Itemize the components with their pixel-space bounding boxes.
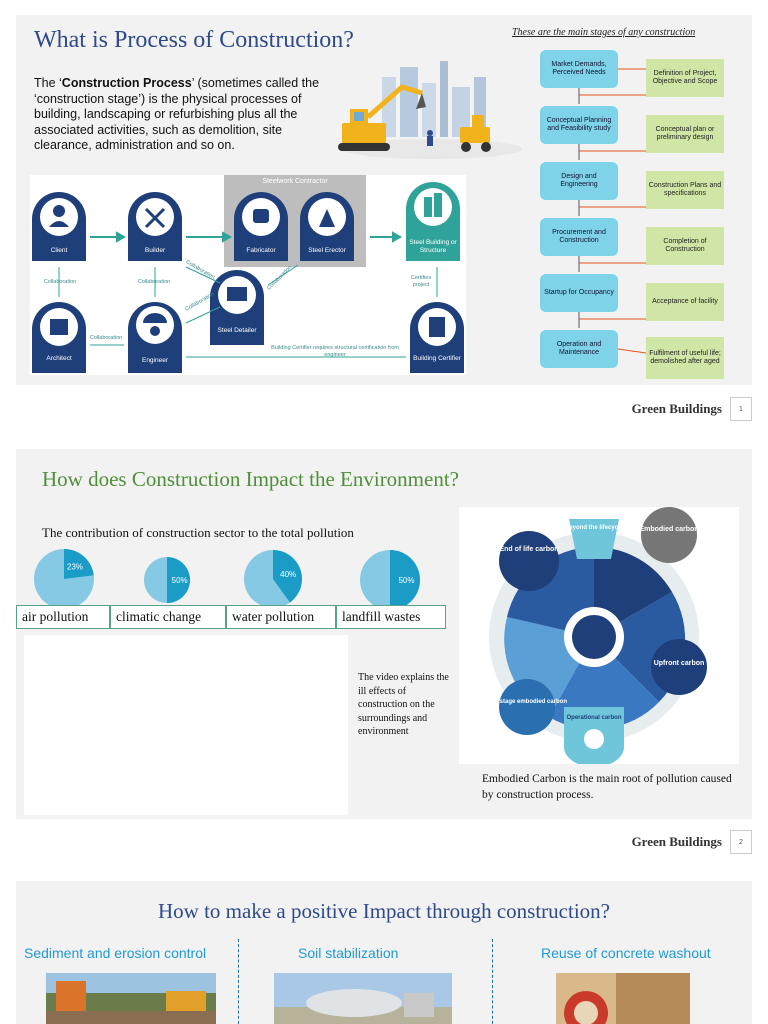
carbon-caption: Embodied Carbon is the main root of poll…: [482, 773, 732, 801]
beyond-lifecycle-label: Beyond the lifecycle: [565, 525, 624, 531]
slide-environment-impact: How does Construction Impact the Environ…: [16, 449, 752, 819]
flow-heading: These are the main stages of any constru…: [512, 27, 696, 38]
embodied-carbon-diagram: Beyond the lifecycle Embodied carbon End…: [459, 507, 739, 764]
operational-carbon-label: Operational carbon: [566, 715, 621, 721]
steel-building-label: Steel Building or Structure: [409, 239, 457, 254]
end-of-life-label: End of life carbon: [499, 546, 558, 553]
certifier-note: Building Certifier requires structural c…: [271, 345, 399, 358]
legend-water-pollution: water pollution: [226, 605, 336, 629]
stage-operation: Operation and Maintenance: [540, 330, 618, 368]
architect-label: Architect: [46, 355, 72, 362]
collab-label-2: Collaboration: [137, 279, 171, 285]
slide-title: How does Construction Impact the Environ…: [42, 467, 459, 491]
stage-design-engineering: Design and Engineering: [540, 162, 618, 200]
video-description: The video explains the ill effects of co…: [358, 672, 449, 737]
outcome-construction-plans: Construction Plans and specifications: [646, 171, 724, 209]
column-soil-stabilization: Soil stabilization: [298, 945, 399, 961]
photo-concrete-washout: [556, 973, 690, 1024]
outcome-acceptance: Acceptance of facility: [646, 283, 724, 321]
pie-data-label: 50%: [398, 576, 414, 585]
outcome-conceptual-plan: Conceptual plan or preliminary design: [646, 115, 724, 153]
slide-title: What is Process of Construction?: [34, 27, 354, 53]
collab-label-3: Collaboration: [89, 335, 123, 341]
pie-slice-value: [64, 549, 94, 579]
outcome-completion: Completion of Construction: [646, 227, 724, 265]
column-divider: [492, 939, 493, 1024]
outcome-fulfilment: Fulfilment of useful life; demolished af…: [646, 337, 724, 379]
slide-title: How to make a positive Impact through co…: [158, 899, 610, 923]
photo-soil-stabilization: [274, 973, 452, 1024]
upfront-carbon-label: Upfront carbon: [654, 660, 705, 667]
chart-subtitle: The contribution of construction sector …: [42, 525, 354, 540]
pie-data-label: 23%: [67, 563, 83, 572]
collab-label-1: Collaboration: [43, 279, 77, 285]
column-concrete-washout: Reuse of concrete washout: [541, 945, 711, 961]
flow-connectors: [578, 68, 647, 354]
pie-air-pollution: 23%: [34, 549, 94, 609]
stage-procurement: Procurement and Construction: [540, 218, 618, 256]
slide-positive-impact: How to make a positive Impact through co…: [16, 881, 752, 1024]
certifier-label: Building Certifier: [413, 355, 461, 362]
pie-slice-value: [390, 550, 420, 610]
stage-conceptual-planning: Conceptual Planning and Feasibility stud…: [540, 106, 618, 144]
slide-construction-process: What is Process of Construction? The ‘Co…: [16, 15, 752, 385]
page-number: 1: [730, 397, 752, 421]
stage-startup: Startup for Occupancy: [540, 274, 618, 312]
pie-data-label: 50%: [172, 576, 188, 585]
erector-label: Steel Erector: [308, 247, 346, 254]
pie-slice-value: [273, 550, 302, 603]
outcome-definition: Definition of Project, Objective and Sco…: [646, 59, 724, 97]
stage-market-demands: Market Demands, Perceived Needs: [540, 50, 618, 88]
certifies-label: Certifies project: [410, 275, 432, 288]
client-label: Client: [50, 247, 68, 254]
intro-paragraph: The ‘Construction Process’ (sometimes ca…: [34, 76, 320, 152]
legend-landfill-wastes: landfill wastes: [336, 605, 446, 629]
stakeholder-diagram: Steelwork Contractor: [30, 175, 466, 375]
photo-erosion-control: [46, 973, 216, 1024]
embodied-carbon-label: Embodied carbon: [639, 526, 698, 533]
engineer-label: Engineer: [141, 357, 169, 364]
column-divider: [238, 939, 239, 1024]
pie-water-pollution: 40%: [244, 550, 302, 608]
pie-data-label: 40%: [280, 570, 296, 579]
slide2-footer: Green Buildings 2: [632, 829, 752, 855]
legend-air-pollution: air pollution: [16, 605, 110, 629]
column-sediment-control: Sediment and erosion control: [24, 945, 207, 961]
pie-landfill-wastes: 50%: [360, 550, 420, 610]
video-player[interactable]: [24, 635, 348, 815]
pie-slice-value: [167, 557, 190, 603]
slide1-footer: Green Buildings 1: [632, 396, 752, 422]
fabricator-label: Fabricator: [246, 247, 276, 254]
pie-climatic-change: 50%: [144, 557, 190, 603]
legend-climatic-change: climatic change: [110, 605, 226, 629]
use-stage-label: Use stage embodied carbon: [487, 699, 567, 705]
detailer-label: Steel Detailer: [217, 327, 257, 334]
page-number: 2: [730, 830, 752, 854]
construction-illustration: [338, 61, 522, 159]
diagram-shapes: [32, 182, 464, 373]
builder-label: Builder: [144, 247, 166, 254]
